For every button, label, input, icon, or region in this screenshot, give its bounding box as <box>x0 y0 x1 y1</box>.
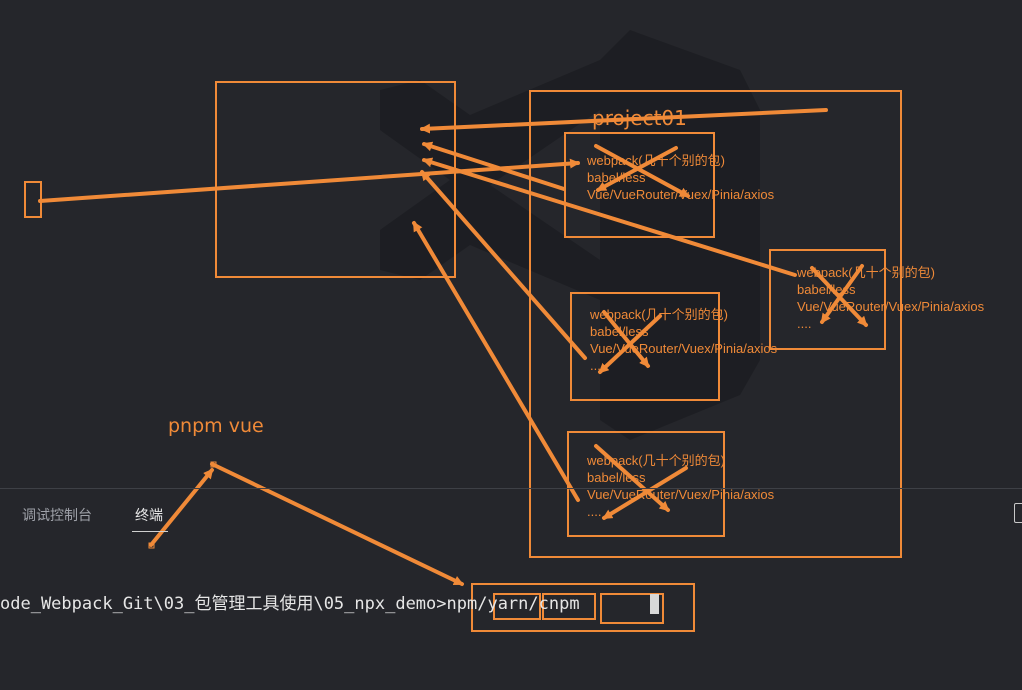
pnpm-label: pnpm vue <box>168 415 264 437</box>
pnpm-anchor-dot <box>210 461 217 468</box>
package-line: Vue/VueRouter/Vuex/Pinia/axios <box>587 187 775 202</box>
package-line: webpack(几十个别的包) <box>587 453 725 468</box>
arrow-small-to-group1 <box>38 158 580 203</box>
package-group-box-2 <box>570 292 720 401</box>
split-panel-icon[interactable] <box>1014 503 1022 523</box>
arrow-tab-to-pnpm <box>149 468 214 547</box>
crossout-group3-b <box>602 466 688 520</box>
package-group-4: webpack(几十个别的包) babel/less Vue/VueRouter… <box>797 264 984 332</box>
package-group-box-4 <box>769 249 886 350</box>
arrow-group3-to-box <box>412 221 580 502</box>
package-line: Vue/VueRouter/Vuex/Pinia/axios <box>590 341 778 356</box>
package-line: webpack(几十个别的包) <box>590 307 728 322</box>
package-group-2: webpack(几十个别的包) babel/less Vue/VueRouter… <box>590 306 777 374</box>
package-line: Vue/VueRouter/Vuex/Pinia/axios <box>587 487 775 502</box>
package-line: babel/less <box>587 470 646 485</box>
package-group-box-3 <box>567 431 725 537</box>
package-group-1: webpack(几十个别的包) babel/less Vue/VueRouter… <box>587 152 774 203</box>
npm-highlight-box <box>493 593 541 620</box>
tab-terminal[interactable]: 终端 <box>135 508 163 524</box>
package-line: .... <box>590 358 605 373</box>
package-group-box-1 <box>564 132 715 238</box>
arrow-project-to-box <box>420 108 828 134</box>
active-tab-indicator <box>132 531 168 532</box>
panel-divider <box>0 488 1022 489</box>
tab-debug-console[interactable]: 调试控制台 <box>22 508 92 524</box>
project-box <box>529 90 902 558</box>
package-line: babel/less <box>797 282 856 297</box>
project-label: project01 <box>592 106 687 130</box>
yarn-highlight-box <box>542 593 596 620</box>
crossout-group1-a <box>594 144 690 198</box>
terminal-command-box <box>471 583 695 632</box>
package-line: webpack(几十个别的包) <box>587 153 725 168</box>
crossout-group4-b <box>820 264 864 324</box>
empty-node-modules-box <box>215 81 456 278</box>
package-line: .... <box>797 316 812 331</box>
package-group-3: webpack(几十个别的包) babel/less Vue/VueRouter… <box>587 452 774 520</box>
package-line: babel/less <box>587 170 646 185</box>
arrow-pnpm-to-terminal <box>210 462 464 586</box>
cnpm-highlight-box <box>600 593 664 624</box>
package-line: .... <box>587 504 602 519</box>
crossout-group3-a <box>594 444 670 512</box>
crossout-group2-b <box>598 314 662 374</box>
small-marker-box <box>24 181 42 218</box>
terminal-prompt-line[interactable]: ode_Webpack_Git\03_包管理工具使用\05_npx_demo>n… <box>0 594 580 614</box>
crossout-group2-a <box>602 310 650 368</box>
tab-anchor-dot <box>148 542 155 549</box>
arrow-group1-to-box <box>422 141 566 191</box>
terminal-cursor <box>650 594 659 614</box>
vscode-logo-inner <box>490 110 600 260</box>
package-line: babel/less <box>590 324 649 339</box>
arrow-group4-to-box <box>422 157 797 277</box>
package-line: webpack(几十个别的包) <box>797 265 935 280</box>
arrow-group2-to-box <box>420 170 587 360</box>
package-line: Vue/VueRouter/Vuex/Pinia/axios <box>797 299 985 314</box>
crossout-group1-b <box>596 146 678 192</box>
